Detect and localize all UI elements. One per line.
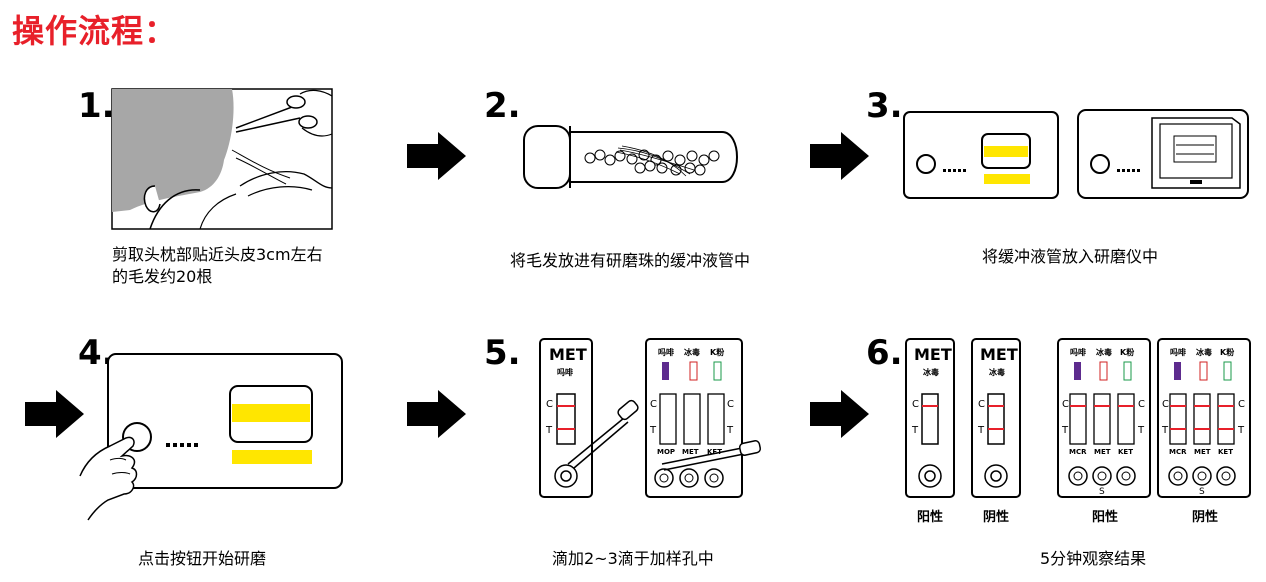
buffer-tube-icon xyxy=(523,125,738,189)
step-5-caption: 滴加2~3滴于加样孔中 xyxy=(552,549,714,568)
cassette-s-label: S xyxy=(1199,487,1205,497)
step-2-caption: 将毛发放进有研磨珠的缓冲液管中 xyxy=(510,251,751,270)
result-cassette-met-positive xyxy=(905,338,955,498)
cassette-head-1: 吗啡 xyxy=(658,348,674,357)
step-1-caption: 剪取头枕部贴近头皮3cm左右 的毛发约20根 xyxy=(112,244,323,288)
step-6-number: 6. xyxy=(866,333,903,373)
cassette-c-label: C xyxy=(1062,399,1069,410)
cassette-label-2: MET xyxy=(682,448,699,456)
cassette-met-title: MET xyxy=(980,345,1018,364)
cassette-c-label: C xyxy=(912,399,919,410)
cassette-c-label: C xyxy=(1138,399,1145,410)
result-negative-label: 阴性 xyxy=(983,510,1010,525)
cassette-c-label: C xyxy=(1162,399,1169,410)
step-6-caption: 5分钟观察结果 xyxy=(1040,549,1147,568)
arrow-icon xyxy=(810,390,869,438)
cassette-head-3: K粉 xyxy=(1120,348,1135,357)
step-3-number: 3. xyxy=(866,86,903,126)
cassette-label-2: MET xyxy=(1094,448,1111,456)
cassette-t-label: T xyxy=(978,425,985,436)
cassette-met-title: MET xyxy=(914,345,952,364)
result-multi-cassette-negative xyxy=(1157,338,1251,498)
result-multi-cassette-positive xyxy=(1057,338,1151,498)
cassette-label-1: MOP xyxy=(657,448,676,456)
cassette-c-label: C xyxy=(727,399,734,410)
cassette-label-3: KET xyxy=(1118,448,1133,456)
step-1-caption-line2: 的毛发约20根 xyxy=(112,267,213,286)
step-3-caption: 将缓冲液管放入研磨仪中 xyxy=(982,247,1159,266)
cassette-met-subtitle: 冰毒 xyxy=(989,368,1005,377)
cassette-t-label: T xyxy=(1162,425,1169,436)
cassette-t-label: T xyxy=(1138,425,1145,436)
cassette-c-label: C xyxy=(978,399,985,410)
cassette-head-3: K粉 xyxy=(1220,348,1235,357)
cassette-head-1: 吗啡 xyxy=(1070,348,1086,357)
cassette-head-2: 冰毒 xyxy=(684,348,700,357)
cassette-head-3: K粉 xyxy=(710,348,725,357)
cassette-head-2: 冰毒 xyxy=(1096,348,1112,357)
cassette-label-1: MCR xyxy=(1069,448,1087,456)
step-1-caption-line1: 剪取头枕部贴近头皮3cm左右 xyxy=(112,245,323,264)
multi-drug-cassette-step5 xyxy=(645,338,743,498)
step-1-number: 1. xyxy=(78,86,115,126)
cassette-met-subtitle: 吗啡 xyxy=(557,368,573,377)
grinder-device-icon xyxy=(903,111,1059,199)
cassette-label-1: MCR xyxy=(1169,448,1187,456)
cassette-met-title: MET xyxy=(549,345,587,364)
step-4-caption: 点击按钮开始研磨 xyxy=(138,549,267,568)
result-negative-label: 阴性 xyxy=(1192,510,1219,525)
dropper-icon xyxy=(567,399,639,469)
arrow-icon xyxy=(25,390,84,438)
cassette-t-label: T xyxy=(912,425,919,436)
cassette-c-label: C xyxy=(1238,399,1245,410)
cassette-label-3: KET xyxy=(1218,448,1233,456)
cassette-head-1: 吗啡 xyxy=(1170,348,1186,357)
step-5-number: 5. xyxy=(484,333,521,373)
result-positive-label: 阳性 xyxy=(917,510,944,525)
cassette-met-subtitle: 冰毒 xyxy=(923,368,939,377)
page-title: 操作流程： xyxy=(12,12,178,50)
cassette-c-label: C xyxy=(650,399,657,410)
grinder-open-icon xyxy=(1077,109,1249,199)
cassette-t-label: T xyxy=(1062,425,1069,436)
cassette-s-label: S xyxy=(1099,487,1105,497)
cassette-t-label: T xyxy=(546,425,553,436)
cassette-t-label: T xyxy=(1238,425,1245,436)
cassette-label-2: MET xyxy=(1194,448,1211,456)
arrow-icon xyxy=(407,132,466,180)
step-2-number: 2. xyxy=(484,86,521,126)
cassette-head-2: 冰毒 xyxy=(1196,348,1212,357)
cassette-label-3: KET xyxy=(707,448,722,456)
dropper-icon xyxy=(661,440,762,471)
arrow-icon xyxy=(407,390,466,438)
finger-press-icon xyxy=(79,436,138,521)
cassette-c-label: C xyxy=(546,399,553,410)
hair-cutting-picture xyxy=(111,88,333,230)
result-cassette-met-negative xyxy=(971,338,1021,498)
arrow-icon xyxy=(810,132,869,180)
start-grinding-device-icon xyxy=(107,353,343,489)
cassette-t-label: T xyxy=(650,425,657,436)
result-positive-label: 阳性 xyxy=(1092,510,1119,525)
met-test-cassette-step5 xyxy=(539,338,593,498)
cassette-t-label: T xyxy=(727,425,734,436)
